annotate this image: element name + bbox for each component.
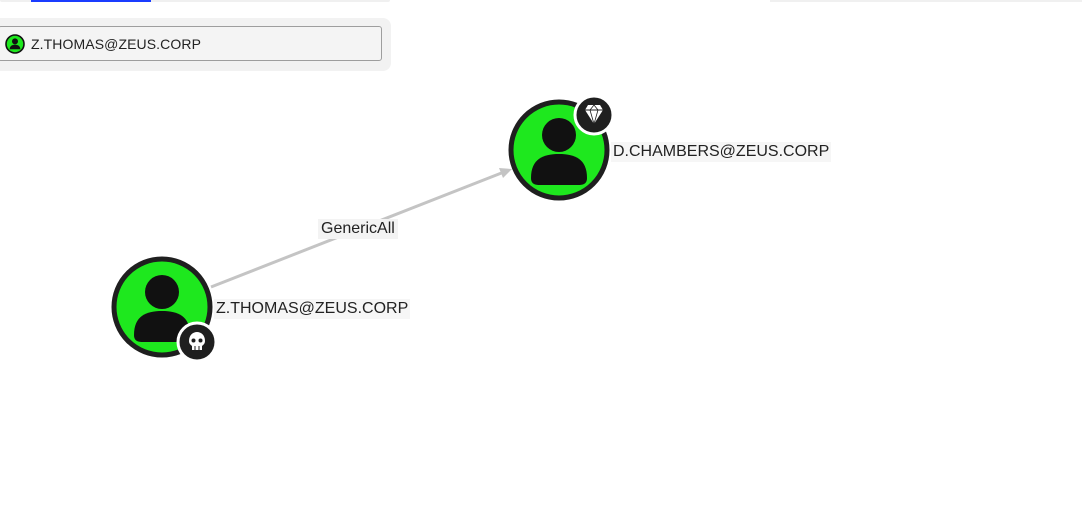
node-label-target: D.CHAMBERS@ZEUS.CORP	[611, 142, 832, 162]
top-link[interactable]	[31, 0, 151, 2]
user-icon	[531, 118, 587, 185]
edge-label: GenericAll	[318, 219, 398, 239]
search-input[interactable]: Z.THOMAS@ZEUS.CORP	[0, 26, 382, 61]
node-target[interactable]	[508, 94, 615, 201]
top-panel	[0, 0, 390, 2]
top-right-panel	[770, 0, 1082, 2]
user-icon	[5, 33, 25, 54]
search-panel: Z.THOMAS@ZEUS.CORP	[0, 18, 391, 71]
search-value: Z.THOMAS@ZEUS.CORP	[31, 35, 202, 52]
skull-icon	[176, 321, 218, 363]
node-label-source: Z.THOMAS@ZEUS.CORP	[214, 299, 411, 319]
gem-icon	[573, 94, 615, 136]
node-source[interactable]	[111, 256, 218, 363]
user-icon	[134, 275, 190, 342]
